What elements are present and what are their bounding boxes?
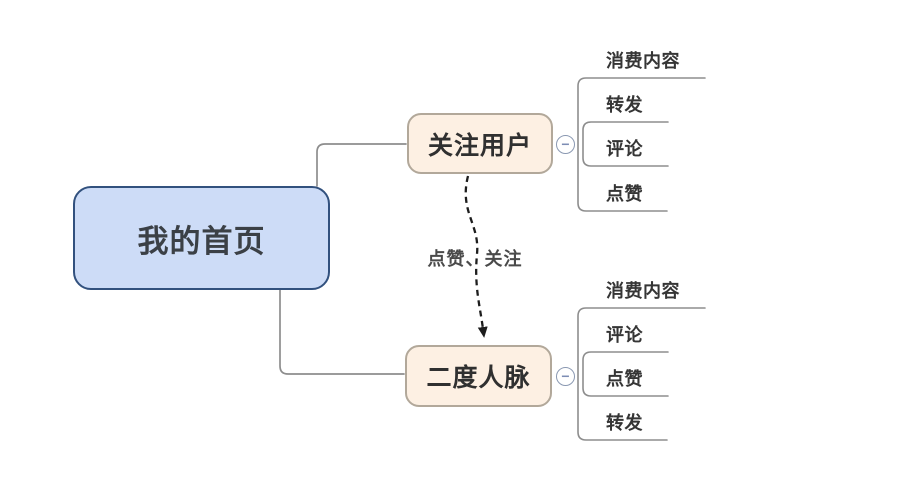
branch-topic-label: 关注用户 <box>427 131 532 160</box>
relation-arrow <box>464 175 488 338</box>
branch1-children-bracket-inner <box>582 121 669 167</box>
leaf-topic[interactable]: 点赞 <box>606 368 643 389</box>
connector-root-to-branch1 <box>316 143 407 187</box>
leaf-topic[interactable]: 转发 <box>606 412 643 433</box>
root-topic-label: 我的首页 <box>137 223 266 259</box>
branch2-children-bracket-inner <box>582 351 669 397</box>
leaf-topic[interactable]: 评论 <box>606 324 643 345</box>
leaf-topic[interactable]: 消费内容 <box>606 280 680 301</box>
branch2-children-bracket-outer <box>577 307 706 441</box>
minus-icon: − <box>561 367 570 384</box>
leaf-topic[interactable]: 消费内容 <box>606 50 680 71</box>
leaf-topic[interactable]: 评论 <box>606 138 643 159</box>
collapse-button-branch2[interactable]: − <box>556 367 575 386</box>
branch-node-followed-users[interactable]: 关注用户 <box>407 113 553 174</box>
connector-root-to-branch2 <box>279 289 405 375</box>
branch1-children-bracket-outer <box>577 77 706 212</box>
root-topic-node[interactable]: 我的首页 <box>73 186 330 290</box>
branch-topic-label: 二度人脉 <box>426 364 531 392</box>
branch-node-second-degree[interactable]: 二度人脉 <box>405 345 552 407</box>
minus-icon: − <box>561 135 570 152</box>
collapse-button-branch1[interactable]: − <box>556 135 575 154</box>
leaf-topic[interactable]: 转发 <box>606 94 643 115</box>
relation-label[interactable]: 点赞、关注 <box>427 249 523 269</box>
leaf-topic[interactable]: 点赞 <box>606 183 643 204</box>
